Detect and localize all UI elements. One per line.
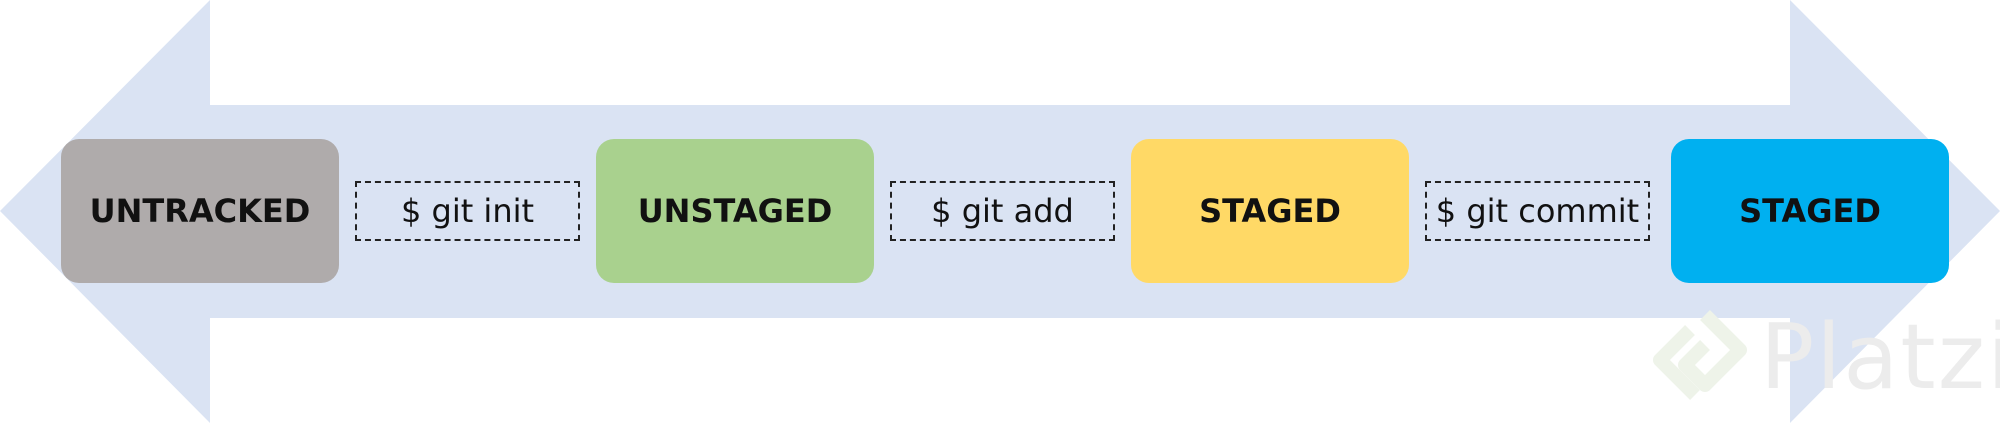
platzi-watermark: Platzi — [1650, 305, 2000, 415]
platzi-watermark-text: Platzi — [1760, 305, 2000, 410]
command-git-init: $ git init — [355, 181, 580, 241]
command-git-add-label: $ git add — [931, 192, 1074, 230]
command-git-commit-label: $ git commit — [1435, 192, 1640, 230]
stage-staged-label: STAGED — [1199, 192, 1341, 230]
command-git-commit: $ git commit — [1425, 181, 1650, 241]
stage-unstaged-label: UNSTAGED — [637, 192, 833, 230]
command-git-add: $ git add — [890, 181, 1115, 241]
stage-untracked-label: UNTRACKED — [89, 192, 311, 230]
stage-staged-final: STAGED — [1671, 139, 1949, 283]
stage-staged-final-label: STAGED — [1739, 192, 1881, 230]
command-git-init-label: $ git init — [400, 192, 535, 230]
stage-untracked: UNTRACKED — [61, 139, 339, 283]
stage-unstaged: UNSTAGED — [596, 139, 874, 283]
stage-staged: STAGED — [1131, 139, 1409, 283]
platzi-logo-icon — [1653, 310, 1747, 400]
